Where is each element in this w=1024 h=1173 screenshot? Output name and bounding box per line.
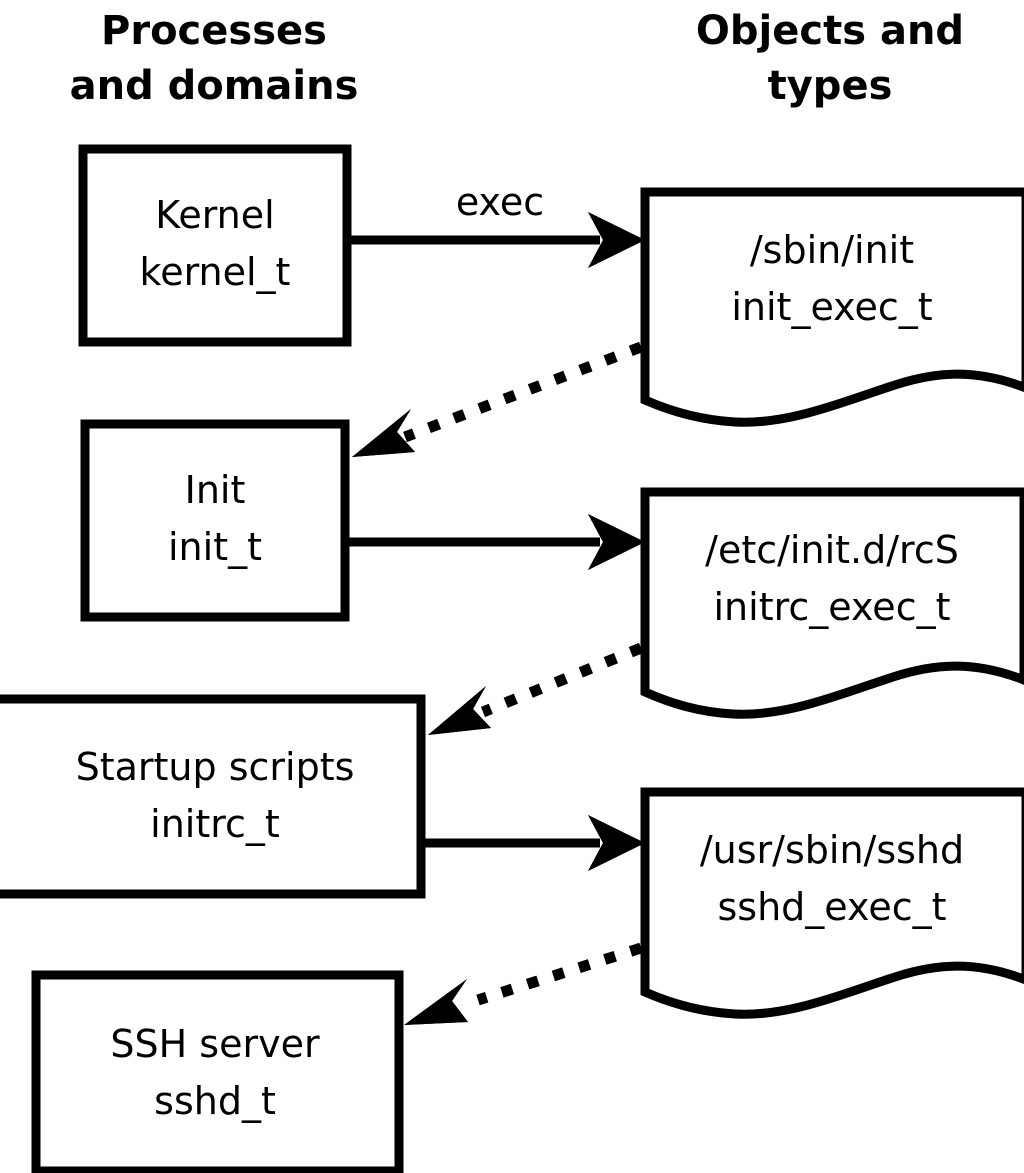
process-node-init[interactable]: Init init_t xyxy=(80,419,350,622)
object-node-init-exec-path: /sbin/init xyxy=(750,228,914,272)
column-header-objects-line1: Objects and xyxy=(696,8,964,54)
column-header-processes-line2: and domains xyxy=(70,63,359,109)
process-node-initrc-name: Startup scripts xyxy=(76,745,355,789)
process-node-init-box[interactable] xyxy=(80,419,350,622)
edge-line xyxy=(476,942,643,1006)
column-header-objects-line2: types xyxy=(768,63,893,109)
process-node-init-type: init_t xyxy=(168,525,262,569)
object-node-sshd-exec-type: sshd_exec_t xyxy=(717,885,946,929)
column-header-objects: Objects and types xyxy=(696,8,964,109)
object-node-init-exec-type: init_exec_t xyxy=(731,285,932,329)
arrow-head-icon-transition-init xyxy=(352,409,415,457)
object-node-sshd-exec-document-shape[interactable] xyxy=(640,787,1024,1019)
column-header-processes-line1: Processes xyxy=(101,8,327,54)
object-node-initrc-exec-path: /etc/init.d/rcS xyxy=(705,528,959,572)
arrow-head-icon-exec-sshd xyxy=(588,815,645,871)
arrow-head-icon-transition-sshd xyxy=(404,979,468,1025)
object-node-initrc-exec-document-shape[interactable] xyxy=(640,487,1024,719)
object-node-init-exec-document-shape[interactable] xyxy=(640,187,1024,427)
edge-line xyxy=(480,642,644,718)
process-node-initrc-box[interactable] xyxy=(0,694,426,899)
arrow-head-icon-exec-init xyxy=(588,212,645,268)
object-node-sshd-exec[interactable]: /usr/sbin/sshd sshd_exec_t xyxy=(640,787,1024,1019)
process-node-sshd-box[interactable] xyxy=(31,970,404,1173)
process-node-kernel-box[interactable] xyxy=(78,144,352,347)
edge-label-exec: exec xyxy=(456,180,544,224)
process-node-init-name: Init xyxy=(185,468,246,512)
column-header-processes: Processes and domains xyxy=(70,8,359,109)
process-node-sshd[interactable]: SSH server sshd_t xyxy=(31,970,404,1173)
process-node-kernel-type: kernel_t xyxy=(140,250,291,294)
object-node-initrc-exec[interactable]: /etc/init.d/rcS initrc_exec_t xyxy=(640,487,1024,719)
object-node-init-exec[interactable]: /sbin/init init_exec_t xyxy=(640,187,1024,427)
process-node-sshd-name: SSH server xyxy=(110,1022,320,1066)
process-node-sshd-type: sshd_t xyxy=(154,1079,276,1123)
arrow-head-icon-transition-initrc xyxy=(428,686,491,735)
process-node-initrc-type: initrc_t xyxy=(150,802,280,846)
process-node-initrc[interactable]: Startup scripts initrc_t xyxy=(0,694,426,899)
process-node-kernel[interactable]: Kernel kernel_t xyxy=(78,144,352,347)
edge-line xyxy=(403,341,643,443)
object-node-sshd-exec-path: /usr/sbin/sshd xyxy=(700,828,964,872)
arrow-head-icon-exec-initrc xyxy=(588,514,645,570)
arrow-head-overlay-layer xyxy=(352,212,645,1025)
process-node-kernel-name: Kernel xyxy=(155,193,274,237)
object-node-initrc-exec-type: initrc_exec_t xyxy=(714,585,951,629)
